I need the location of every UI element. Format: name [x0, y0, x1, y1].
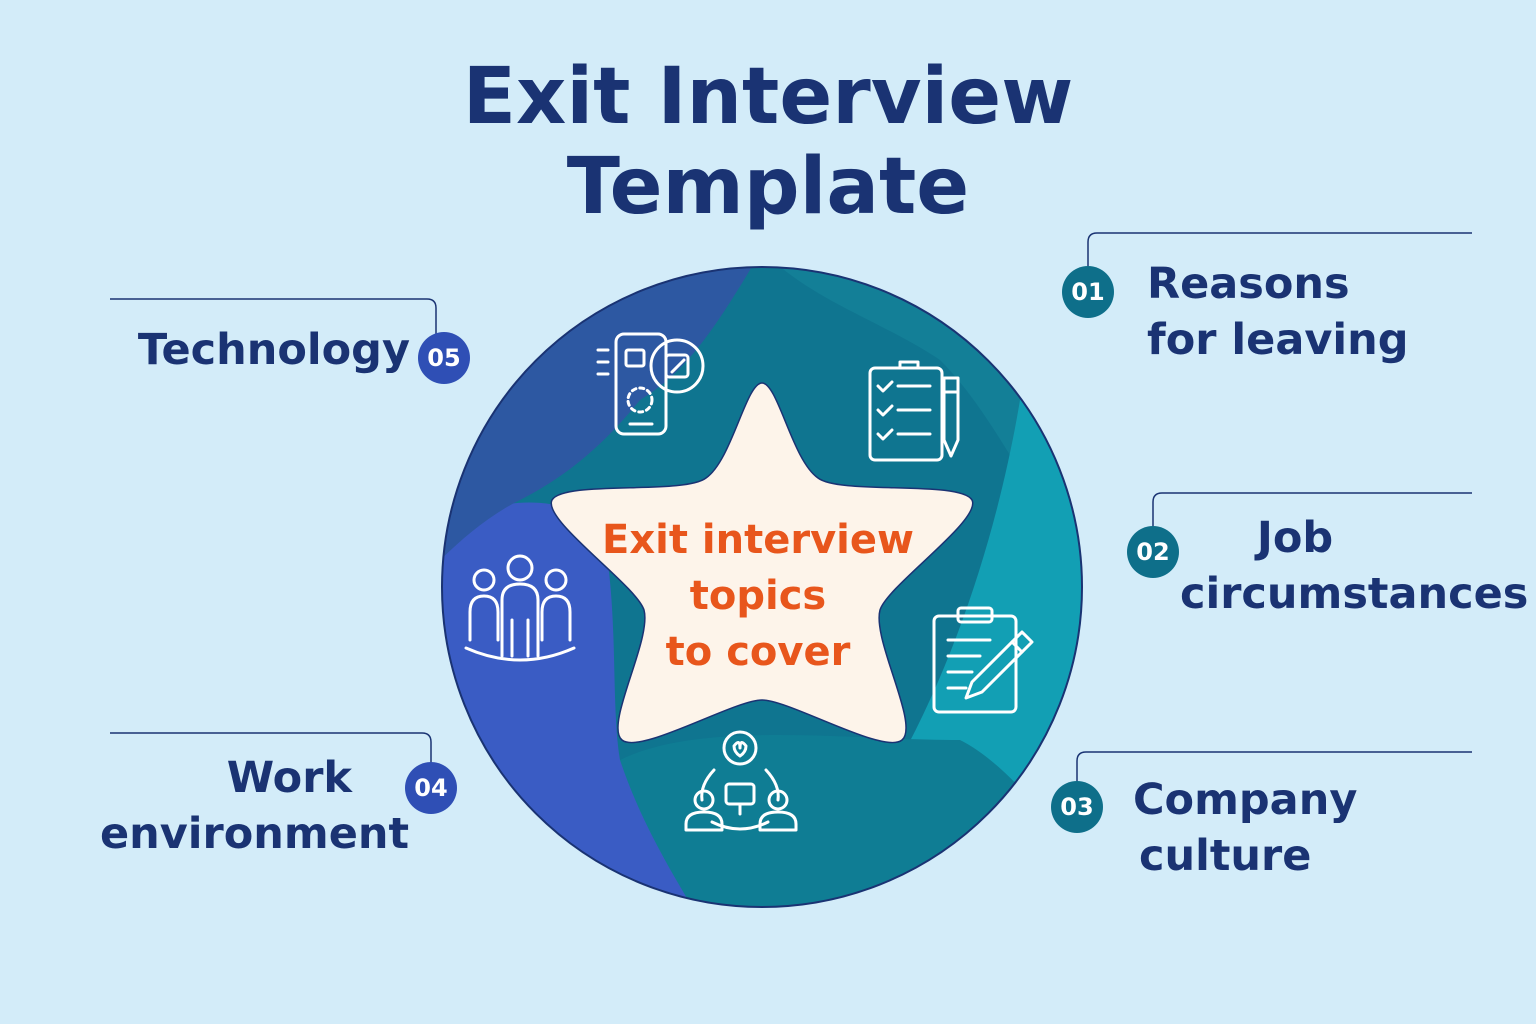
connector-lines [110, 232, 1472, 806]
connector-line-03 [1076, 751, 1472, 806]
connector-line-04 [110, 732, 432, 786]
badge-02-number: 02 [1136, 538, 1170, 566]
connector-line-05 [110, 298, 437, 356]
center-line-1: Exit interview [602, 517, 914, 563]
badge-04: 04 [405, 762, 457, 814]
badge-05-number: 05 [427, 344, 461, 372]
badge-01-number: 01 [1071, 278, 1105, 306]
title-line-2: Template [566, 142, 970, 232]
badge-05: 05 [418, 332, 470, 384]
connected-people-heart-icon [684, 730, 798, 832]
topic-02-label: Job circumstances [1180, 510, 1529, 622]
center-line-3: to cover [665, 629, 851, 675]
checklist-pen-icon [868, 360, 960, 462]
title-line-1: Exit Interview [462, 52, 1074, 142]
topic-03-line-1: Company [1133, 775, 1358, 825]
topic-04-line-2: environment [100, 809, 410, 859]
topic-02-line-2: circumstances [1180, 569, 1529, 619]
topic-05-label: Technology [100, 322, 410, 378]
badge-03-number: 03 [1060, 793, 1094, 821]
center-line-2: topics [689, 573, 827, 619]
badge-02: 02 [1127, 526, 1179, 578]
connector-line-02 [1152, 492, 1472, 550]
badge-03: 03 [1051, 781, 1103, 833]
topic-05-line-1: Technology [137, 325, 410, 375]
mobile-device-icon [596, 332, 705, 436]
team-group-icon [464, 554, 576, 662]
connector-line-01 [1087, 232, 1472, 290]
topic-04-label: Work environment [100, 750, 410, 862]
center-text: Exit interview topics to cover [598, 512, 918, 680]
segment-right [900, 380, 1082, 800]
topic-03-line-2: culture [1139, 831, 1312, 881]
badge-01: 01 [1062, 266, 1114, 318]
topic-02-line-1: Job [1256, 513, 1334, 563]
center-star [550, 382, 974, 744]
topic-01-label: Reasons for leaving [1147, 256, 1409, 368]
page-title: Exit Interview Template [0, 52, 1536, 232]
topic-01-line-2: for leaving [1147, 315, 1409, 365]
topic-03-label: Company culture [1133, 772, 1357, 884]
wheel-outline [441, 266, 1083, 908]
topic-04-line-1: Work [226, 753, 352, 803]
clipboard-pencil-icon [932, 606, 1034, 714]
topic-01-line-1: Reasons [1147, 259, 1350, 309]
badge-04-number: 04 [414, 774, 448, 802]
